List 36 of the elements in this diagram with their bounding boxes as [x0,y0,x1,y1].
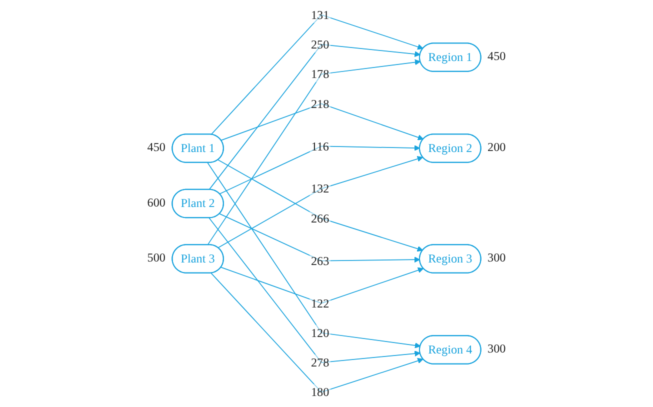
arrow [207,162,421,348]
arrow [220,266,424,304]
edge-label: 131 [311,8,330,22]
ellipse-node: Plant 1 [172,134,224,163]
quantity-label: 500 [147,250,166,265]
quantity-label: 450 [488,49,506,64]
arrow [219,213,420,263]
arrow [208,44,420,190]
quantity-label: 450 [147,140,166,154]
quantity-label: 300 [488,342,506,356]
edge-label: 218 [311,96,330,111]
ellipse-node: Plant 3 [172,244,224,274]
quantity-label: 300 [488,250,506,265]
edge-label: 250 [311,38,330,52]
arrow [207,59,421,246]
ellipse-node: Region 2 [419,134,482,163]
edge-label: 278 [311,356,330,370]
edge-label: 180 [311,385,330,400]
ellipse-node: Region 1 [419,42,482,72]
edge-label: 263 [311,254,330,268]
arrow [210,272,424,393]
edge-label: 178 [311,67,330,82]
edge-label: 132 [311,182,330,196]
edge-label: 266 [311,211,330,226]
edge-label: 120 [311,326,330,340]
arrow [220,103,424,141]
ellipse-node: Plant 2 [172,188,224,218]
arrow [210,14,424,135]
quantity-label: 200 [488,140,506,154]
arrow [208,218,420,363]
ellipse-node: Region 4 [419,335,482,364]
edge-label: 116 [311,139,329,154]
quantity-label: 600 [147,195,166,210]
arrow [219,145,420,194]
edge-label: 122 [311,296,330,310]
ellipse-node: Region 3 [419,244,482,274]
